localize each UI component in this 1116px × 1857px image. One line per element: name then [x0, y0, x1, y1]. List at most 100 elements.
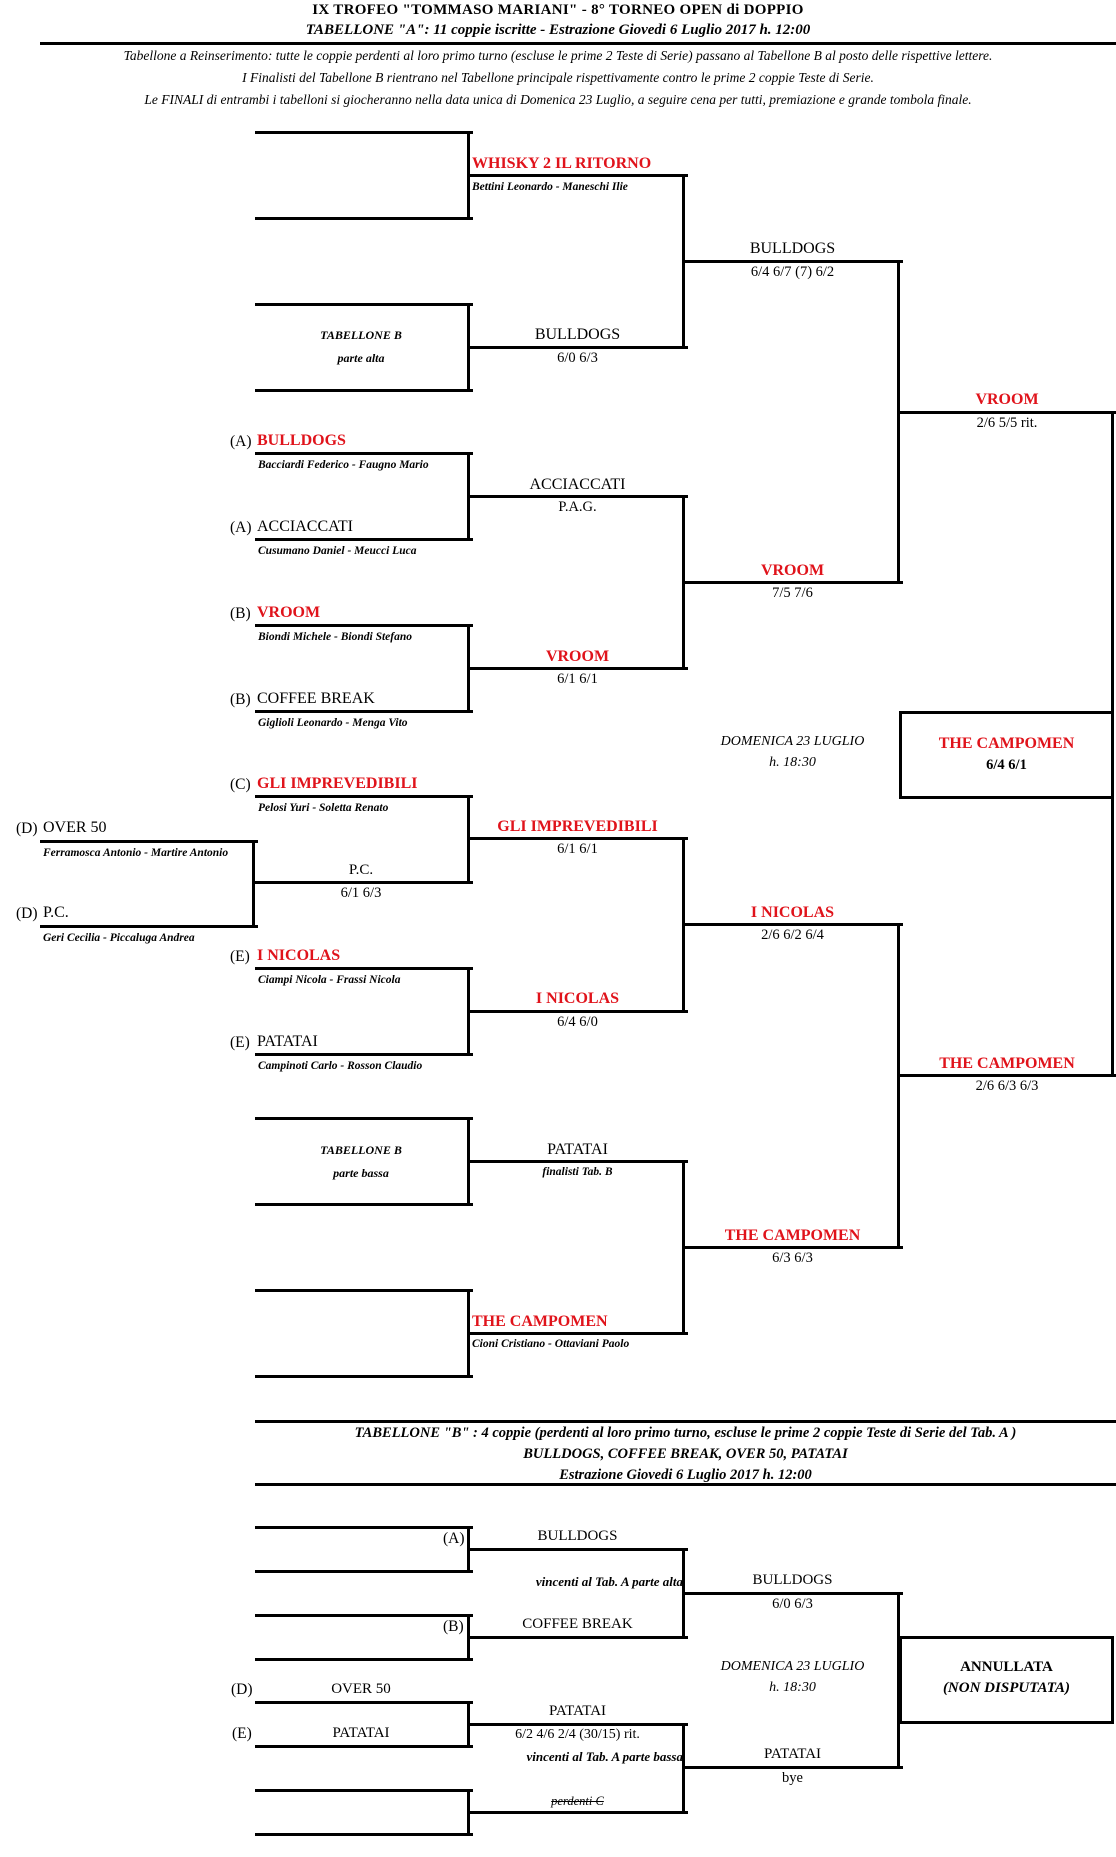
bracket-line: [40, 925, 258, 928]
bracket-line: [255, 1833, 473, 1836]
tabb-header-line1: TABELLONE "B" : 4 coppie (perdenti al lo…: [354, 1425, 1017, 1441]
team-acciaccati-r1: ACCIACCATI: [529, 476, 626, 493]
final-box-a: THE CAMPOMEN 6/4 6/1: [899, 711, 1114, 799]
seed-label: (E): [232, 1725, 252, 1742]
team-bulldogs-r2: BULLDOGS: [749, 240, 836, 257]
tabellone-a-subtitle: TABELLONE "A": 11 coppie iscritte - Estr…: [305, 22, 811, 38]
bracket-line: [467, 624, 470, 713]
team-whisky-r1: WHISKY 2 IL RITORNO: [472, 155, 652, 172]
team-the-campomen-r1: THE CAMPOMEN: [472, 1313, 608, 1330]
players-bulldogs: Bacciardi Federico - Faugno Mario: [258, 459, 429, 471]
bracket-line: [255, 389, 473, 392]
note-finalisti-tab-b: finalisti Tab. B: [542, 1166, 613, 1178]
players-patatai: Campinoti Carlo - Rosson Claudio: [258, 1060, 423, 1072]
seed-label: (A): [230, 519, 252, 536]
bracket-line: [682, 837, 685, 1013]
bracket-line: [682, 1548, 685, 1639]
team-i-nicolas-r0: I NICOLAS: [257, 947, 341, 964]
team-bulldogs-r1: BULLDOGS: [534, 326, 621, 343]
score-i-nicolas-r2: 2/6 6/2 6/4: [761, 927, 824, 943]
rules-note-3: Le FINALI di entrambi i tabelloni si gio…: [144, 92, 972, 107]
bracket-line: [467, 131, 470, 220]
bracket-line: [897, 260, 900, 584]
team-the-campomen-r3: THE CAMPOMEN: [939, 1055, 1075, 1072]
tabb-header-line3: Estrazione Giovedi 6 Luglio 2017 h. 12:0…: [559, 1467, 812, 1483]
players-vroom: Biondi Michele - Biondi Stefano: [258, 631, 412, 643]
score-bulldogs-r2: 6/4 6/7 (7) 6/2: [750, 264, 835, 280]
bracket-line: [685, 260, 903, 263]
final-date-b: DOMENICA 23 LUGLIO: [720, 1659, 865, 1674]
bracket-line: [467, 795, 470, 884]
players-gli-imprevedibili: Pelosi Yuri - Soletta Renato: [258, 802, 389, 814]
bracket-line: [470, 346, 688, 349]
bracket-line: [255, 452, 473, 455]
bracket-line: [255, 1289, 473, 1292]
bracket-line: [470, 667, 688, 670]
note-vincenti-parte-bassa: vincenti al Tab. A parte bassa: [526, 1749, 684, 1764]
bracket-line: [255, 1570, 473, 1573]
bracket-line: [470, 174, 688, 177]
bracket-line: [255, 131, 473, 134]
bracket-line: [685, 923, 903, 926]
team-pc-preround-winner: P.C.: [348, 862, 374, 878]
note-perdenti-c: perdenti C: [551, 1794, 604, 1808]
tournament-title: IX TROFEO "TOMMASO MARIANI" - 8° TORNEO …: [312, 2, 804, 18]
bracket-line: [897, 1592, 900, 1769]
players-pc: Geri Cecilia - Piccaluga Andrea: [43, 932, 195, 944]
bracket-line: [255, 1658, 473, 1661]
bracket-line: [467, 1701, 470, 1748]
tabb-header-line2: BULLDOGS, COFFEE BREAK, OVER 50, PATATAI: [523, 1446, 848, 1462]
final-date-a: DOMENICA 23 LUGLIO: [720, 734, 865, 749]
score-bulldogs-r1: 6/0 6/3: [557, 350, 598, 366]
score-acciaccati-r1: P.A.G.: [558, 499, 597, 515]
team-bulldogs-tabb-r2: BULLDOGS: [752, 1572, 833, 1588]
rules-note-1: Tabellone a Reinserimento: tutte le copp…: [123, 48, 993, 63]
bracket-line: [470, 1636, 688, 1639]
bracket-line: [470, 1548, 688, 1551]
team-vroom-r1: VROOM: [545, 648, 610, 665]
score-the-campomen-r3: 2/6 6/3 6/3: [975, 1078, 1039, 1094]
final-score-a: 6/4 6/1: [986, 757, 1027, 773]
team-gli-imprevedibili-r1: GLI IMPREVEDIBILI: [497, 818, 658, 835]
bracket-line: [897, 923, 900, 1249]
bracket-line: [470, 837, 688, 840]
final-box-b: ANNULLATA (NON DISPUTATA): [899, 1636, 1114, 1724]
team-vroom-r3: VROOM: [975, 391, 1039, 408]
score-patatai-tabb-r1: 6/2 4/6 2/4 (30/15) rit.: [515, 1727, 640, 1742]
team-coffee-break-r0: COFFEE BREAK: [257, 690, 375, 707]
team-patatai-r0: PATATAI: [257, 1033, 318, 1050]
bracket-line: [467, 303, 470, 392]
players-acciaccati: Cusumano Daniel - Meucci Luca: [258, 545, 417, 557]
bracket-line: [900, 411, 1116, 414]
seed-label: (E): [230, 1034, 250, 1051]
bracket-line: [255, 1053, 473, 1056]
bracket-line: [255, 1526, 473, 1529]
bracket-line: [255, 624, 473, 627]
score-patatai-tabb-r2: bye: [782, 1770, 803, 1786]
tabb-header-rule-top: [255, 1420, 1116, 1423]
bracket-line: [255, 1614, 473, 1617]
seed-label: (E): [230, 948, 250, 965]
tabb-header-rule-bottom: [255, 1483, 1116, 1486]
team-gli-imprevedibili-r0: GLI IMPREVEDIBILI: [257, 775, 418, 792]
bracket-line: [685, 1766, 903, 1769]
bracket-line: [685, 1592, 903, 1595]
bracket-line: [467, 967, 470, 1056]
seed-label: (D): [231, 1681, 253, 1698]
score-vroom-r1: 6/1 6/1: [557, 671, 598, 687]
bracket-line: [255, 303, 473, 306]
bracket-line: [467, 1789, 470, 1836]
bracket-line: [470, 1811, 688, 1814]
bracket-line: [255, 1117, 473, 1120]
players-whisky: Bettini Leonardo - Maneschi Ilie: [472, 181, 628, 193]
bracket-line: [682, 174, 685, 349]
seed-label: (C): [230, 776, 251, 793]
bracket-line: [682, 1723, 685, 1814]
final-time-b: h. 18:30: [769, 1680, 816, 1695]
players-i-nicolas: Ciampi Nicola - Frassi Nicola: [258, 974, 401, 986]
bracket-line: [682, 495, 685, 670]
tabb-top-slot-title: TABELLONE B: [320, 328, 402, 342]
team-vroom-r0: VROOM: [257, 604, 321, 621]
team-patatai-r1: PATATAI: [547, 1141, 608, 1158]
bracket-line: [467, 1614, 470, 1661]
